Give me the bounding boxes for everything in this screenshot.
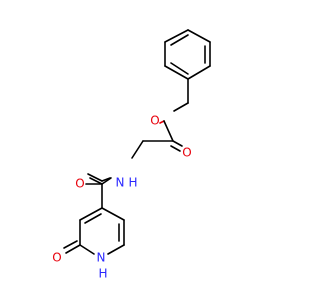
bond [164,65,189,80]
bond [164,29,189,43]
bond [172,140,183,147]
bond [101,177,111,182]
bond [79,244,95,255]
amide-group [85,173,112,209]
double-bond-inner [84,213,102,224]
bond [107,244,125,255]
pyridone-oxygen-label: O [52,251,61,265]
ester-carbonyl-oxygen-label: O [182,146,191,160]
bond [65,244,81,254]
bond [87,173,103,182]
bond [101,207,125,221]
amide-hydrogen-label: H [128,176,137,190]
bond [187,65,211,80]
bond [170,145,181,152]
bond [63,240,78,249]
amide-nitrogen-label: N [116,176,125,190]
bond [79,207,103,221]
amide-oxygen-label: O [75,177,84,191]
ester-chain [131,78,189,159]
pyridone-ring [63,207,125,255]
benzene-ring [164,29,211,80]
double-bond-inner [170,62,189,75]
ester-oxygen-label: O [150,114,159,128]
bond [163,120,174,142]
bond [187,29,211,43]
bond [173,102,189,112]
bond [131,140,144,159]
double-bond-inner [170,34,189,46]
bond [89,177,103,185]
ring-hydrogen-label: H [98,267,107,281]
molecule-structure: O O O N H N H O [52,29,211,281]
ring-nitrogen-label: N [97,251,106,265]
